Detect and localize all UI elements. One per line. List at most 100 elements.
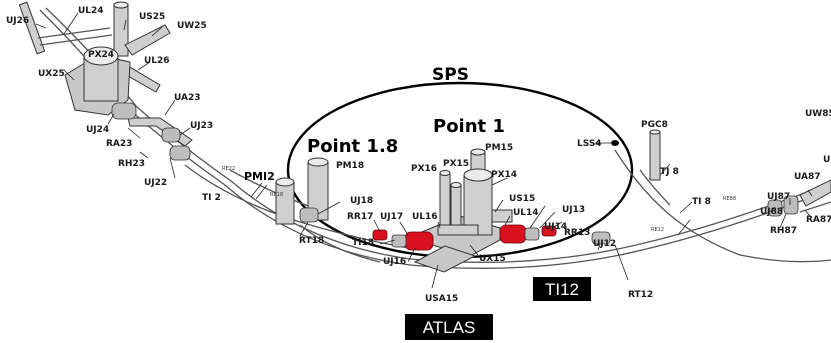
label-uj88: UJ88 bbox=[760, 207, 783, 217]
label-rr13: RR13 bbox=[564, 228, 590, 238]
usa15-cavern bbox=[413, 245, 477, 273]
px24-shaft bbox=[83, 46, 119, 66]
label-ul14: UL14 bbox=[513, 208, 539, 218]
label-pm18: PM18 bbox=[336, 161, 364, 171]
label-uj87: UJ87 bbox=[767, 192, 790, 202]
ti8-line bbox=[614, 149, 831, 263]
label-pgc8: PGC8 bbox=[641, 120, 668, 130]
label-ul16: UL16 bbox=[412, 212, 438, 222]
label-tj8: TJ 8 bbox=[660, 167, 679, 177]
label-px15: PX15 bbox=[443, 159, 469, 169]
label-uw25: UW25 bbox=[177, 21, 207, 31]
uj23-chamber bbox=[161, 127, 181, 143]
atlas-box bbox=[405, 314, 493, 340]
ti18-line bbox=[299, 224, 381, 263]
label-usa15: USA15 bbox=[425, 294, 458, 304]
rr17-magnet bbox=[404, 231, 434, 251]
pmi2-break-1 bbox=[250, 182, 263, 198]
px16-shaft-body bbox=[439, 172, 451, 229]
pmi2-shaft-body bbox=[275, 181, 295, 225]
label-ux25: UX25 bbox=[38, 69, 65, 79]
label-uj16: UJ16 bbox=[383, 257, 406, 267]
ul14-gallery bbox=[491, 209, 513, 223]
uj12-chamber bbox=[591, 231, 611, 245]
pmi2-break-2 bbox=[255, 184, 268, 200]
label-rr17: RR17 bbox=[347, 212, 373, 222]
leader-lines bbox=[35, 12, 813, 289]
tj8-junction bbox=[639, 169, 671, 206]
us25-shaft bbox=[113, 3, 129, 57]
pgc8-shaft-body bbox=[649, 131, 661, 181]
label-pm15: PM15 bbox=[485, 143, 513, 153]
label-ra23: RA23 bbox=[106, 139, 132, 149]
uj87-chamber bbox=[783, 195, 799, 215]
lss4-marker bbox=[611, 140, 619, 146]
px16-shaft bbox=[439, 170, 451, 176]
label-rh87: RH87 bbox=[770, 226, 797, 236]
label-ti2: TI 2 bbox=[202, 193, 221, 203]
label-uj26: UJ26 bbox=[6, 16, 29, 26]
label-uj24: UJ24 bbox=[86, 125, 109, 135]
label-ti18: TI18 bbox=[352, 238, 374, 248]
label-re88: RE88 bbox=[723, 196, 736, 202]
label-uw85: UW85 bbox=[805, 109, 831, 119]
label-re12: RE12 bbox=[651, 227, 664, 233]
label-uj18: UJ18 bbox=[350, 196, 373, 206]
label-us25: US25 bbox=[139, 12, 165, 22]
label-ra87: RA87 bbox=[806, 215, 831, 225]
uj13-magnet bbox=[524, 227, 540, 241]
label-us15: US15 bbox=[509, 194, 535, 204]
label-px14: PX14 bbox=[491, 170, 517, 180]
label-u: U bbox=[823, 155, 830, 165]
uw25-gallery bbox=[124, 24, 171, 56]
ul24-gallery bbox=[37, 27, 113, 46]
label-rt18: RT18 bbox=[299, 236, 324, 246]
uj88-chamber bbox=[767, 199, 783, 217]
label-re22: RE22 bbox=[222, 166, 235, 172]
pm15-shaft bbox=[470, 148, 486, 156]
us25-top bbox=[113, 1, 129, 9]
label-re18: RE18 bbox=[270, 192, 283, 198]
label-uj14: UJ14 bbox=[544, 222, 567, 232]
px15-shaft bbox=[450, 182, 462, 188]
label-uj22: UJ22 bbox=[144, 178, 167, 188]
ti12-box bbox=[533, 277, 591, 301]
label-uj13: UJ13 bbox=[562, 205, 585, 215]
rr13-magnet bbox=[541, 225, 557, 237]
label-px24: PX24 bbox=[88, 50, 114, 60]
uj17-magnet bbox=[372, 229, 388, 241]
ul16-gallery bbox=[437, 224, 479, 236]
pmi2-shaft bbox=[275, 177, 295, 187]
ua87-gallery bbox=[799, 179, 831, 207]
label-uj12: UJ12 bbox=[593, 239, 616, 249]
uj22-chamber bbox=[169, 145, 191, 161]
label-rt12: RT12 bbox=[628, 290, 653, 300]
atlas-label: ATLAS bbox=[423, 318, 476, 337]
uj16-magnet bbox=[391, 234, 407, 248]
label-rh23: RH23 bbox=[118, 159, 145, 169]
lhc-tunnel-inner bbox=[45, 7, 831, 263]
uj18-chamber bbox=[299, 207, 319, 223]
pm18-shaft bbox=[307, 157, 329, 167]
title-point-1-8: Point 1.8 bbox=[307, 136, 398, 157]
ti12-label: TI12 bbox=[545, 280, 579, 299]
label-ti8: TI 8 bbox=[692, 197, 711, 207]
uj24-chamber bbox=[111, 102, 137, 120]
title-sps: SPS bbox=[432, 65, 469, 85]
label-lss4: LSS4 bbox=[577, 139, 602, 149]
ul24-tunnel bbox=[18, 1, 46, 55]
label-pmi2: PMI2 bbox=[244, 170, 275, 183]
label-ua87: UA87 bbox=[794, 172, 821, 182]
ua23-gallery bbox=[127, 117, 193, 147]
label-ux15: UX15 bbox=[479, 254, 506, 264]
label-ua23: UA23 bbox=[174, 93, 201, 103]
label-px16: PX16 bbox=[411, 164, 437, 174]
uj14-magnet bbox=[499, 224, 527, 244]
title-point-1: Point 1 bbox=[433, 116, 505, 137]
label-ul26: UL26 bbox=[144, 56, 170, 66]
ti8-break bbox=[677, 219, 691, 236]
px14-shaft bbox=[463, 168, 493, 182]
pgc8-shaft bbox=[649, 129, 661, 135]
